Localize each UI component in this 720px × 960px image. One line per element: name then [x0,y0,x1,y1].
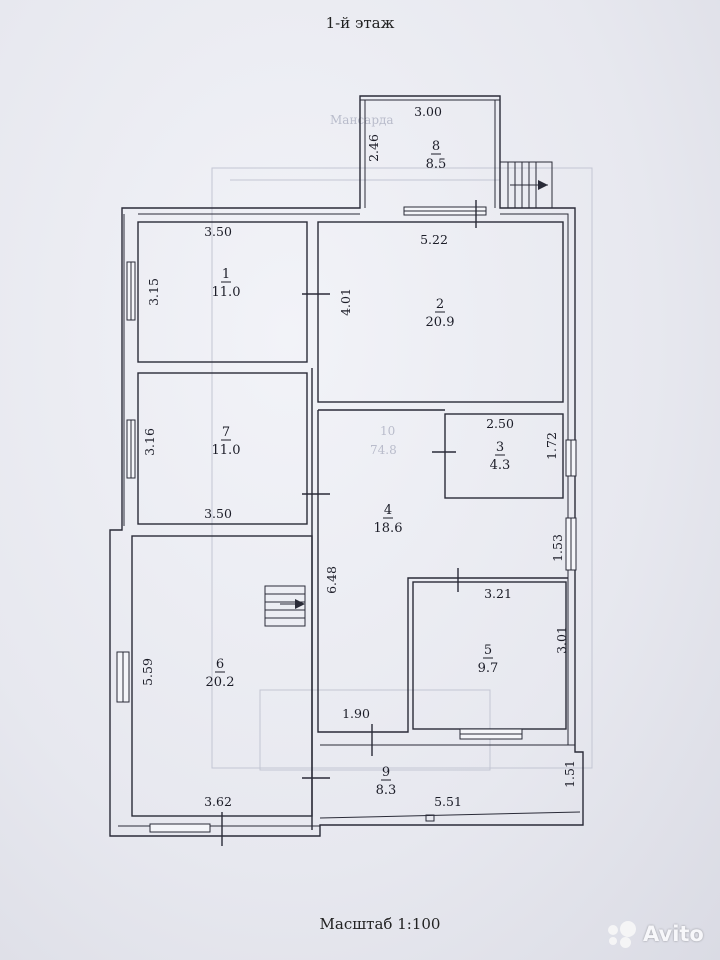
room-2-outline [317,221,564,403]
room-4-area: 18.6 [374,521,403,536]
room-1-area: 11.0 [212,285,241,300]
room-1-height-dim: 3.15 [146,278,161,306]
room-9-number: 9 [382,765,390,780]
room-6-area: 20.2 [206,675,235,690]
room-7-height-dim: 3.16 [142,428,157,456]
room-4-side-dim: 1.53 [550,534,565,562]
room-4-outline [317,410,568,733]
room-3-height-dim: 1.72 [544,432,559,460]
room-2-number: 2 [436,297,444,312]
scale-label: Масштаб 1:100 [319,915,441,933]
room-5-area: 9.7 [478,661,499,676]
room-7-outline [137,372,308,525]
room-4-number: 4 [384,503,392,518]
room-1-number: 1 [222,267,230,282]
room-7-area: 11.0 [212,443,241,458]
room-1-outline [137,221,308,363]
windows [116,206,577,833]
room-3-number: 3 [496,440,504,455]
room-7-number: 7 [222,425,230,440]
room-2-width-dim: 5.22 [420,232,448,247]
room-9-width-dim: 5.51 [434,794,462,809]
room-3-area: 4.3 [490,458,511,473]
room-9-height-dim: 1.51 [562,760,577,788]
room-6-height-dim: 5.59 [140,658,155,686]
outer-walls [109,95,584,837]
room-5-width-dim: 3.21 [484,586,512,601]
doors [221,200,477,846]
room-8-area: 8.5 [426,157,447,172]
room-9-area: 8.3 [376,783,397,798]
avito-logo-icon [604,917,638,951]
room-2-height-dim: 4.01 [338,288,353,316]
room-5-number: 5 [484,643,492,658]
page-title: 1-й этаж [325,14,395,32]
room-8-number: 8 [432,139,440,154]
ghost-text-room-area: 74.8 [370,443,397,457]
ghost-text-attic: Мансарда [330,113,394,127]
room-7-width-dim: 3.50 [204,506,232,521]
show-through-lines: Мансарда 10 74.8 [211,113,593,771]
room-8-width-dim: 3.00 [414,104,442,119]
entrance-stairs [500,161,553,208]
room-1-width-dim: 3.50 [204,224,232,239]
room-8-height-dim: 2.46 [366,134,381,162]
avito-watermark: Avito [604,916,708,952]
interior-stairs [264,585,306,627]
room-2-area: 20.9 [426,315,455,330]
room-5-height-dim: 3.01 [554,626,569,654]
room-3-width-dim: 2.50 [486,416,514,431]
corridor-width-dim: 1.90 [342,706,370,721]
room-6-width-dim: 3.62 [204,794,232,809]
room-3-outline [444,413,564,499]
room-4-height-dim: 6.48 [324,566,339,594]
room-6-number: 6 [216,657,224,672]
avito-wordmark: Avito [643,922,704,946]
ghost-text-room-number: 10 [380,424,395,438]
